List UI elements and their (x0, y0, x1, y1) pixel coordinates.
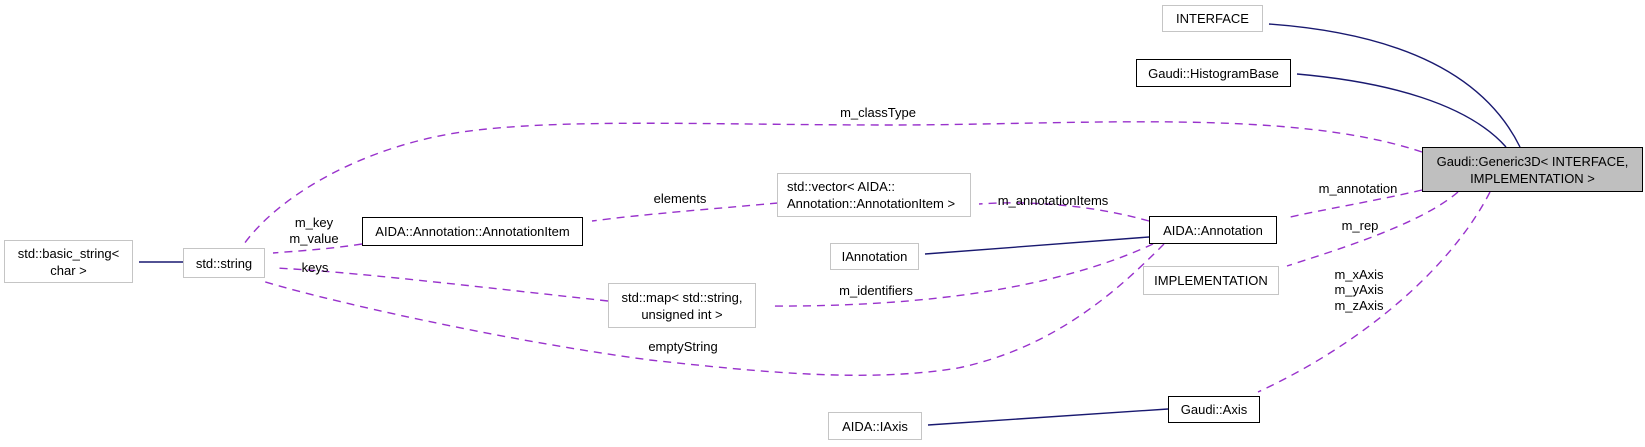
node-gaudi-axis[interactable]: Gaudi::Axis (1168, 396, 1260, 423)
edge-label-m-annotationitems: m_annotationItems (997, 193, 1109, 208)
edge-usage-m-annotationitems (978, 202, 1150, 222)
node-aida-annotation[interactable]: AIDA::Annotation (1149, 216, 1277, 244)
node-label: std::vector< AIDA:: Annotation::Annotati… (787, 179, 956, 211)
node-label: std::map< std::string, unsigned int > (621, 289, 743, 322)
edge-label-m-identifiers: m_identifiers (839, 283, 913, 298)
edge-label-m-classtype: m_classType (840, 105, 916, 120)
node-gaudi-histogrambase[interactable]: Gaudi::HistogramBase (1136, 59, 1291, 87)
node-label: INTERFACE (1176, 11, 1249, 26)
edge-inherit-axis-iaxis (927, 408, 1169, 426)
node-label: Gaudi::Generic3D< INTERFACE, IMPLEMENTAT… (1436, 153, 1629, 186)
node-label: std::basic_string< char > (17, 245, 120, 278)
edge-label-keys: keys (301, 260, 329, 275)
node-label: AIDA::IAxis (842, 418, 908, 434)
edge-label-elements: elements (653, 191, 707, 206)
node-label: Gaudi::HistogramBase (1148, 65, 1279, 81)
node-std-basic-string: std::basic_string< char > (4, 240, 133, 283)
edge-inherit-annotation-iannotation (924, 236, 1150, 255)
edge-inherit-generic3d-interface (1268, 23, 1521, 148)
edge-usage-keys (274, 267, 609, 302)
node-aida-annotation-annotationitem[interactable]: AIDA::Annotation::AnnotationItem (362, 217, 583, 246)
edge-usage-elements (591, 202, 779, 222)
node-aida-iaxis: AIDA::IAxis (828, 412, 922, 440)
edge-usage-m-key-m-value (272, 243, 363, 254)
node-label: std::string (195, 255, 253, 271)
node-std-string: std::string (183, 248, 265, 278)
edge-usage-m-xyz-axis (1257, 191, 1491, 393)
node-gaudi-generic3d: Gaudi::Generic3D< INTERFACE, IMPLEMENTAT… (1422, 147, 1643, 192)
node-interface: INTERFACE (1162, 5, 1263, 32)
edge-usage-m-rep (1286, 191, 1459, 267)
node-label: AIDA::Annotation::AnnotationItem (375, 224, 570, 239)
node-label: IAnnotation (841, 249, 908, 264)
node-label: IMPLEMENTATION (1154, 273, 1268, 288)
node-std-map-string-uint: std::map< std::string, unsigned int > (608, 283, 756, 328)
edge-usage-emptystring (261, 243, 1165, 376)
node-label: AIDA::Annotation (1163, 222, 1263, 238)
edge-label-emptystring: emptyString (648, 339, 718, 354)
edge-label-m-key-m-value: m_key m_value (289, 215, 339, 246)
node-label: Gaudi::Axis (1180, 402, 1248, 417)
edge-label-m-annotation: m_annotation (1318, 181, 1398, 196)
node-implementation: IMPLEMENTATION (1143, 266, 1279, 295)
edge-label-m-rep: m_rep (1341, 218, 1379, 233)
node-iannotation: IAnnotation (830, 243, 919, 270)
edge-usage-m-classtype (243, 121, 1423, 245)
edge-inherit-generic3d-histogrambase (1296, 73, 1507, 148)
edge-label-m-xyz-axis: m_xAxis m_yAxis m_zAxis (1334, 267, 1384, 313)
edge-usage-m-identifiers (768, 243, 1154, 307)
edge-usage-m-annotation (1285, 189, 1423, 219)
node-std-vector-annotationitem: std::vector< AIDA:: Annotation::Annotati… (777, 173, 971, 217)
